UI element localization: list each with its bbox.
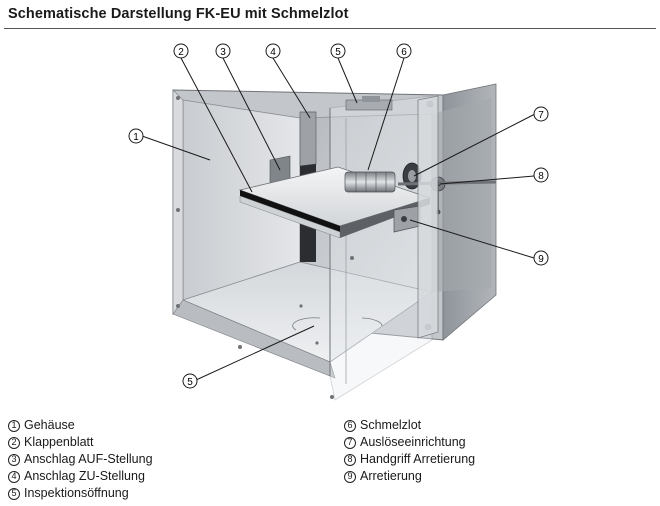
callout-8: 8	[533, 167, 549, 183]
housing	[172, 83, 497, 401]
callout-7: 7	[533, 106, 549, 122]
legend-label: Arretierung	[360, 469, 422, 483]
legend-number: 7	[344, 436, 356, 449]
legend-label: Inspektionsöffnung	[24, 486, 129, 500]
legend-label: Handgriff Arretierung	[360, 452, 476, 466]
svg-text:1: 1	[133, 132, 139, 143]
legend-number: 1	[8, 419, 20, 432]
callout-4: 4	[265, 43, 281, 59]
svg-text:7: 7	[538, 110, 544, 121]
legend-item: 9 Arretierung	[344, 468, 475, 485]
svg-text:5: 5	[335, 47, 341, 58]
callout-5-top: 5	[330, 43, 346, 59]
legend-number: 3	[8, 453, 20, 466]
callout-1: 1	[128, 128, 144, 144]
svg-text:2: 2	[178, 47, 184, 58]
legend-number: 9	[344, 470, 356, 483]
legend-item: 3 Anschlag AUF-Stellung	[8, 451, 153, 468]
title-divider	[4, 28, 656, 29]
legend-item: 4 Anschlag ZU-Stellung	[8, 468, 153, 485]
legend-item: 5 Inspektionsöffnung	[8, 485, 153, 502]
leader-lines	[141, 57, 536, 381]
legend-label: Gehäuse	[24, 418, 75, 432]
legend-number: 8	[344, 453, 356, 466]
legend-label: Anschlag ZU-Stellung	[24, 469, 145, 483]
legend-item: 6 Schmelzlot	[344, 417, 475, 434]
legend-number: 5	[8, 487, 20, 500]
callout-2: 2	[173, 43, 189, 59]
legend-item: 8 Handgriff Arretierung	[344, 451, 475, 468]
svg-text:6: 6	[401, 47, 407, 58]
legend-label: Schmelzlot	[360, 418, 422, 432]
legend-number: 4	[8, 470, 20, 483]
fusible-link-mechanism	[344, 95, 497, 339]
svg-text:5: 5	[187, 377, 193, 388]
legend-label: Auslöseeinrichtung	[360, 435, 466, 449]
legend-number: 6	[344, 419, 356, 432]
svg-text:4: 4	[270, 47, 276, 58]
damper-illustration: 1 2 3 4 5 6 7 8 9 5	[128, 43, 549, 401]
callout-5-bottom: 5	[182, 373, 198, 389]
legend-item: 2 Klappenblatt	[8, 434, 153, 451]
svg-text:9: 9	[538, 254, 544, 265]
legend-item: 7 Auslöseeinrichtung	[344, 434, 475, 451]
legend-label: Anschlag AUF-Stellung	[24, 452, 153, 466]
legend-right: 6 Schmelzlot 7 Auslöseeinrichtung 8 Handgri…	[344, 417, 475, 485]
svg-text:8: 8	[538, 171, 544, 182]
legend-label: Klappenblatt	[24, 435, 94, 449]
page-title: Schematische Darstellung FK-EU mit Schme…	[8, 6, 349, 22]
callout-6: 6	[396, 43, 412, 59]
svg-text:3: 3	[220, 47, 226, 58]
legend-left: 1 Gehäuse 2 Klappenblatt 3 Anschlag AUF-Ste…	[8, 417, 153, 502]
legend-item: 1 Gehäuse	[8, 417, 153, 434]
legend-number: 2	[8, 436, 20, 449]
callout-3: 3	[215, 43, 231, 59]
callout-9: 9	[533, 250, 549, 266]
